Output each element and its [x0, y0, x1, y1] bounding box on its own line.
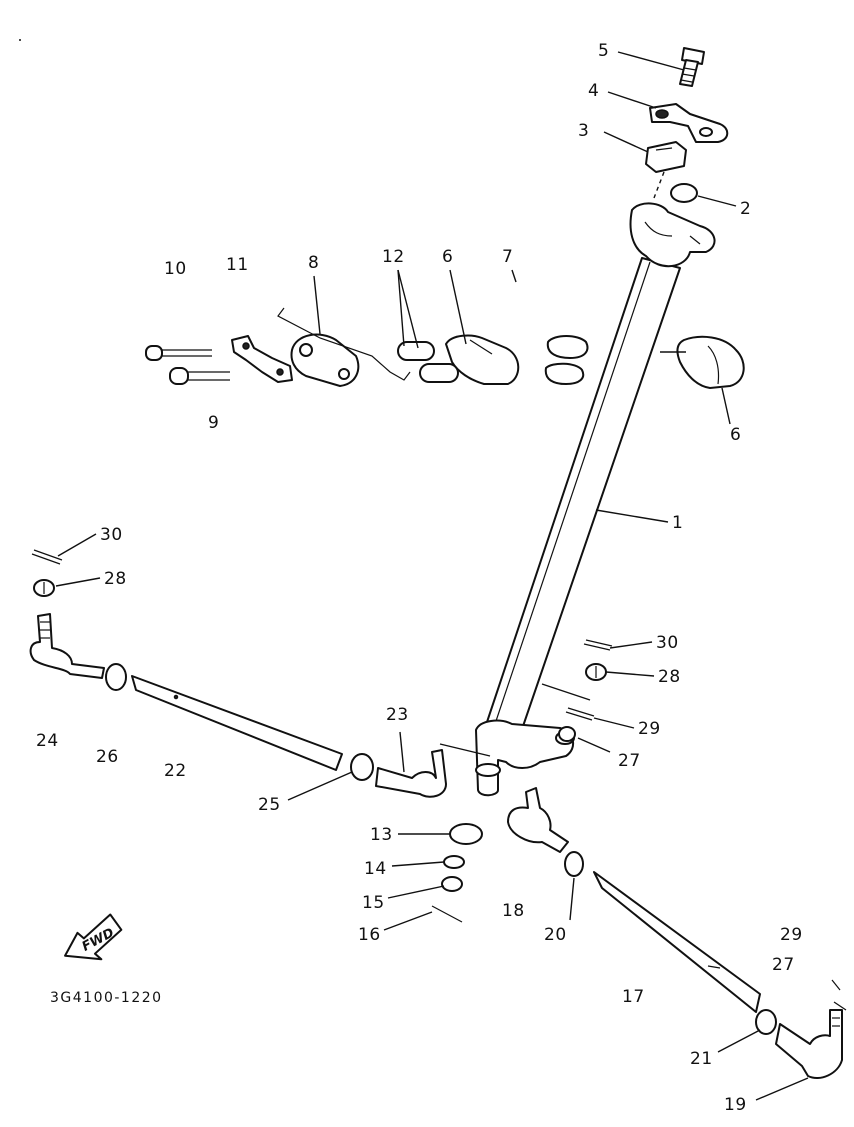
callout-10: 10	[164, 259, 187, 279]
left-inner-tie-rod-end	[375, 749, 447, 798]
callout-11: 11	[226, 255, 249, 275]
callout-16: 16	[358, 925, 381, 945]
upper-column-bracket	[629, 202, 716, 268]
split-pin	[565, 707, 595, 721]
steering-column	[485, 257, 681, 736]
callout-3: 3	[578, 121, 589, 141]
callout-14: 14	[364, 859, 387, 879]
nut-15	[441, 876, 463, 892]
callout-2: 2	[740, 199, 751, 219]
cotter-right-end	[831, 979, 847, 1011]
castle-nut-right	[585, 663, 607, 681]
callout-12: 12	[382, 247, 405, 267]
clamp-block	[645, 141, 687, 173]
callout-4: 4	[588, 81, 599, 101]
callout-21: 21	[690, 1049, 713, 1069]
right-tie-rod	[593, 871, 761, 1013]
callout-28-right: 28	[658, 667, 681, 687]
callout-8: 8	[308, 253, 319, 273]
left-tie-rod-end	[29, 613, 105, 679]
callout-7: 7	[502, 247, 513, 267]
callout-29-left: 29	[638, 719, 661, 739]
callout-13: 13	[370, 825, 393, 845]
callout-22: 22	[164, 761, 187, 781]
callout-15: 15	[362, 893, 385, 913]
left-tie-rod	[131, 675, 343, 771]
right-outer-locknut	[755, 1009, 777, 1035]
callout-26: 26	[96, 747, 119, 767]
callout-6-right: 6	[730, 425, 741, 445]
callout-6-left: 6	[442, 247, 453, 267]
callout-25: 25	[258, 795, 281, 815]
callout-20: 20	[544, 925, 567, 945]
drawing-code: 3G4100-1220	[50, 990, 163, 1006]
callout-24: 24	[36, 731, 59, 751]
right-inner-tie-rod-end	[507, 787, 569, 853]
steering-holder-group	[145, 307, 589, 387]
washer-13	[449, 823, 483, 845]
washer-27	[558, 726, 576, 742]
speck	[19, 39, 21, 41]
callout-27-right: 27	[772, 955, 795, 975]
cotter-pin-right	[583, 639, 613, 651]
callout-30-left: 30	[100, 525, 123, 545]
lock-plate	[649, 103, 729, 143]
callout-23: 23	[386, 705, 409, 725]
callout-18: 18	[502, 901, 525, 921]
washer-14	[443, 855, 465, 869]
cotter-pin-left	[31, 549, 63, 565]
left-locknut	[105, 663, 127, 691]
callout-28-left: 28	[104, 569, 127, 589]
callout-29-right: 29	[780, 925, 803, 945]
bushing	[670, 183, 698, 203]
pin-16	[431, 905, 463, 923]
callout-27-left: 27	[618, 751, 641, 771]
right-inner-locknut	[564, 851, 584, 877]
bolt	[679, 47, 705, 87]
callout-19: 19	[724, 1095, 747, 1115]
callout-5: 5	[598, 41, 609, 61]
callout-1: 1	[672, 513, 683, 533]
callout-17: 17	[622, 987, 645, 1007]
callout-labels: 1 2 3 4 5 6 6 7 8 9 10 11 12 13 14 15 16…	[36, 41, 803, 1115]
castle-nut-left	[33, 579, 55, 597]
left-inner-locknut	[350, 753, 374, 781]
fwd-arrow-icon: FWD	[64, 913, 123, 961]
right-tie-rod-end	[775, 1009, 843, 1079]
callout-30-right: 30	[656, 633, 679, 653]
column-bushing-halves	[676, 335, 745, 389]
callout-9: 9	[208, 413, 219, 433]
